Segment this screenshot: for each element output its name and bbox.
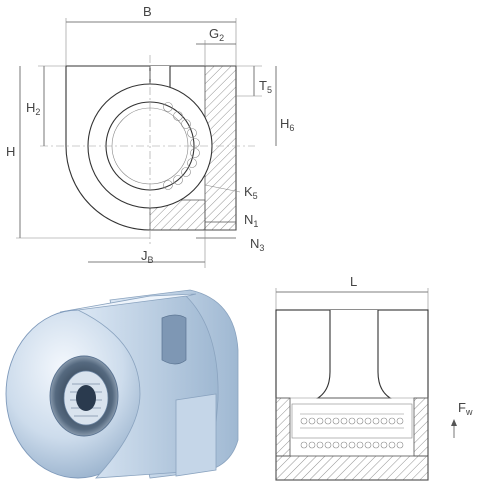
bearing-cage: [291, 403, 413, 439]
label-N1: N1: [244, 212, 258, 229]
label-G2: G2: [209, 26, 224, 43]
label-Fw: Fw: [458, 400, 473, 417]
force-arrowhead: [451, 419, 457, 426]
front-view: B G2 T5 H2 H H6 K5 N1 N3 JB: [6, 4, 294, 268]
label-H2: H2: [26, 100, 40, 117]
label-K5: K5: [244, 184, 258, 201]
label-T5: T5: [259, 78, 272, 95]
section-hatch-left: [275, 397, 291, 457]
render-shaft-hole: [76, 385, 96, 411]
section-hatch-right: [413, 397, 429, 457]
label-JB: JB: [141, 248, 154, 265]
3d-render: [5, 289, 239, 479]
leader-K5: [204, 184, 241, 193]
ball-set: [163, 102, 200, 190]
side-section-view: L: [275, 274, 473, 481]
side-ball-row-lower: [300, 441, 404, 449]
section-hatch-base: [275, 455, 429, 481]
render-slot: [161, 314, 187, 365]
label-H: H: [6, 144, 15, 159]
label-L: L: [350, 274, 357, 289]
label-N3: N3: [250, 236, 264, 253]
label-B: B: [143, 4, 152, 19]
render-foot: [175, 393, 217, 477]
label-H6: H6: [280, 116, 294, 133]
side-ball-row: [300, 417, 404, 425]
